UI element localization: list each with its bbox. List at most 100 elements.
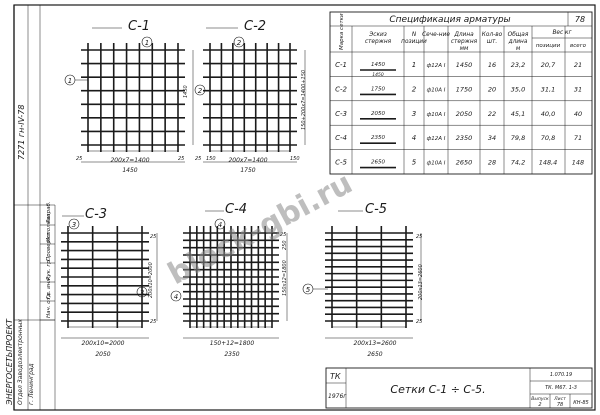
- c4-edge-a: 25: [280, 232, 286, 238]
- spec-cell-length: 1750: [456, 85, 473, 93]
- stamp-vyp: Выпуск: [531, 396, 549, 402]
- spec-cell-section: ф10А І: [427, 161, 446, 167]
- spec-cell-weight-pos: 31,1: [541, 85, 555, 93]
- year-label: 1976г: [328, 393, 347, 400]
- spec-cell-weight-pos: 148,4: [539, 159, 558, 167]
- sheet-title: Сетки С-1 ÷ С-5.: [390, 383, 485, 396]
- c2-dim-inner: 200х7=1400: [228, 157, 267, 164]
- left-title-strip: 7271 гн-IV-78 ЭНЕРГОСЕТЬПРОЕКТ Отдел Зав…: [5, 5, 56, 410]
- spec-title: Спецификация арматуры: [389, 15, 510, 25]
- stamp-code: КН-85: [573, 400, 588, 406]
- dept-name: Отдел Заводоэлектронных: [17, 319, 24, 405]
- stamp-vyp-val: 2: [538, 402, 541, 408]
- pos-marker-4-top: [214, 218, 226, 230]
- spec-cell-weight-all: 21: [574, 61, 582, 69]
- spec-header-weight-all: всего: [570, 43, 587, 49]
- pos-2-top: 2: [237, 39, 242, 47]
- pos-4-left: 4: [174, 293, 178, 301]
- page-number: 78: [575, 15, 585, 24]
- c3-dim-inner: 200х10=2000: [82, 340, 125, 347]
- tk-label: ТК: [330, 372, 341, 381]
- strip-role: Проверил: [46, 232, 52, 261]
- spec-cell-weight-all: 148: [572, 159, 584, 167]
- pos-marker-3-top: [68, 218, 80, 230]
- c1-dim-inner: 200х7=1400: [110, 157, 149, 164]
- pos-3-right: 3: [140, 289, 144, 297]
- strip-role: Нач. отд.: [46, 291, 52, 318]
- spec-header-mark: Марка сетки: [339, 13, 345, 50]
- strip-role: Исполнил: [46, 213, 52, 242]
- city-name: г. Ленинград: [28, 363, 35, 405]
- spec-cell-qty: 20: [488, 85, 496, 93]
- spec-cell-weight-pos: 40,0: [541, 110, 555, 118]
- stamp-top: 1.070.19: [550, 372, 572, 378]
- spec-cell-weight-all: 31: [574, 85, 582, 93]
- spec-cell-pos: 3: [412, 110, 416, 118]
- side-code: 7271 гн-IV-78: [17, 105, 26, 160]
- spec-header-weight: Вес кг: [552, 30, 572, 36]
- spec-header-section: Сече-ние: [422, 32, 450, 38]
- spec-cell-mark: С-1: [335, 61, 347, 69]
- pos-3-top: 3: [72, 221, 76, 229]
- spec-cell-section: ф12А І: [427, 136, 446, 142]
- spec-cell-total: 74,2: [511, 159, 525, 167]
- spec-cell-length: 2350: [456, 134, 473, 142]
- pos-marker-2-left: [194, 84, 206, 96]
- spec-cell-weight-all: 40: [574, 110, 582, 118]
- c4-dim-inner: 150+12=1800: [210, 340, 255, 347]
- pos-1-top: 1: [145, 39, 149, 47]
- strip-role: Рук. гр.: [46, 258, 52, 280]
- grid-c1-label: С-1: [128, 19, 150, 34]
- grid-c4-label: С-4: [225, 202, 247, 217]
- spec-cell-qty: 16: [488, 61, 496, 69]
- stamp-mid: ТК. М67. 1-3: [545, 385, 577, 391]
- title-block: ТК 1976г Сетки С-1 ÷ С-5. 1.070.19 ТК. М…: [325, 367, 593, 409]
- c4-dim-side: 150х12=1800: [282, 260, 288, 296]
- spec-cell-mark: С-3: [335, 110, 347, 118]
- spec-cell-pos: 2: [412, 85, 417, 93]
- spec-cell-qty: 28: [488, 159, 496, 167]
- stamp-list: Лист: [553, 396, 566, 402]
- pos-marker-3-right: [136, 286, 148, 298]
- pos-1-left: 1: [68, 77, 72, 85]
- spec-cell-pos: 5: [412, 159, 417, 167]
- c4-dim-total: 2350: [224, 351, 239, 358]
- pos-4-top: 4: [218, 221, 222, 229]
- grid-c2: С-2 2 2 200х7=1400 1750 150+200х7=1400+1…: [194, 19, 307, 174]
- grid-c1: С-1 1 1 200х7=1400 1450 1450 25 25: [64, 19, 194, 174]
- spec-cell-section: ф10А І: [427, 112, 446, 118]
- spec-cell-length: 1450: [456, 61, 473, 69]
- spec-cell-length: 2050: [456, 110, 473, 118]
- spec-cell-weight-all: 71: [574, 134, 582, 142]
- stamp-list-val: 78: [557, 402, 563, 408]
- spec-cell-weight-pos: 70,8: [541, 134, 555, 142]
- c3-dim-side: 200х10=2000: [148, 262, 154, 298]
- c2-edge-a: 25: [195, 156, 201, 162]
- grid-c3-label: С-3: [85, 207, 107, 222]
- spec-cell-sketch-sub: 1450: [372, 72, 384, 78]
- strip-role: Разраб.: [46, 201, 52, 223]
- spec-cell-mark: С-4: [335, 134, 347, 142]
- pos-5-left: 5: [306, 286, 311, 294]
- spec-header-weight-pos: позиции: [536, 43, 561, 49]
- spec-cell-sketch-len: 1450: [371, 62, 385, 68]
- c2-edge-b: 150: [206, 156, 216, 162]
- pos-marker-2-top: [233, 36, 245, 48]
- spec-cell-pos: 4: [412, 134, 416, 142]
- spec-cell-sketch-len: 2650: [371, 160, 385, 166]
- pos-marker-4-left: [170, 290, 182, 302]
- strip-role: Гл. инж.: [46, 275, 52, 299]
- spec-cell-sketch-len: 2050: [371, 111, 385, 117]
- grid-c2-label: С-2: [244, 19, 266, 34]
- c1-dim-total: 1450: [122, 167, 137, 174]
- spec-cell-sketch-len: 1750: [371, 86, 385, 92]
- spec-cell-weight-pos: 20,7: [541, 61, 556, 69]
- spec-cell-qty: 34: [488, 134, 496, 142]
- org-name: ЭНЕРГОСЕТЬПРОЕКТ: [5, 318, 14, 406]
